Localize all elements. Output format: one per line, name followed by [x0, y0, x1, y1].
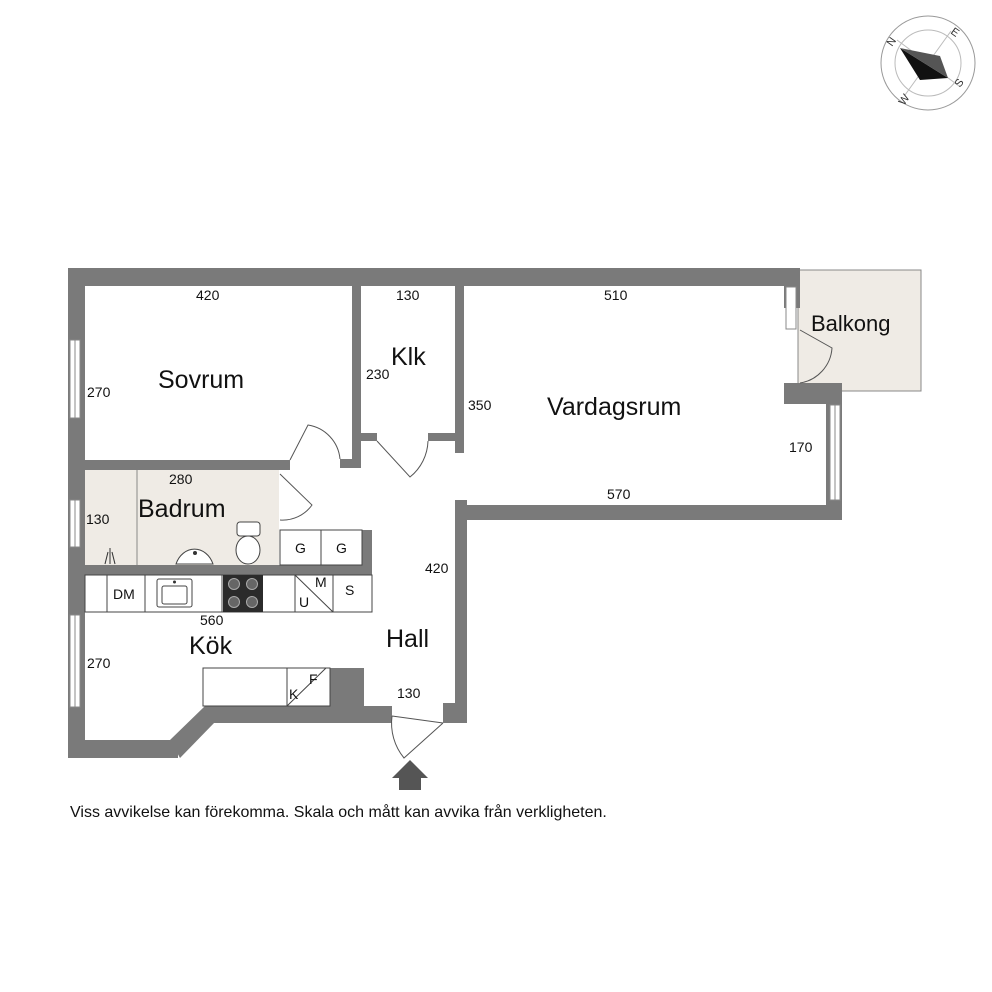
room-label-balkong: Balkong [811, 311, 891, 336]
toilet-tank-icon [236, 521, 261, 537]
entrance-door [391, 715, 444, 759]
room-label-sovrum: Sovrum [158, 366, 244, 394]
dim-vardagsrum-height: 350 [468, 397, 492, 413]
appliance-s: S [345, 582, 354, 598]
dim-kok-width: 560 [200, 612, 224, 628]
balkong-door [799, 329, 833, 384]
dim-vardagsrum-right: 170 [789, 439, 813, 455]
bathroom-fixtures [104, 470, 261, 565]
badrum-door [279, 473, 313, 521]
dim-entrance-width: 130 [397, 685, 421, 701]
interior-walls [85, 286, 464, 575]
compass-needle-icon [900, 48, 948, 80]
compass-east: E [948, 26, 961, 40]
windows [69, 286, 841, 708]
entrance-arrow-icon [392, 760, 428, 790]
room-label-vardagsrum: Vardagsrum [547, 393, 681, 421]
dim-klk-height: 230 [366, 366, 390, 382]
appliance-g1: G [295, 540, 306, 556]
dim-kok-height: 270 [87, 655, 111, 671]
compass-inner-ring [894, 29, 962, 97]
kitchen-lower-counter [202, 667, 331, 707]
toilet-icon [235, 535, 261, 565]
room-label-kok: Kök [189, 632, 233, 660]
appliance-g2: G [336, 540, 347, 556]
appliance-u: U [299, 594, 309, 610]
shower-icon [104, 548, 116, 565]
compass-rose: N E S W [880, 15, 976, 111]
dim-klk-width: 130 [396, 287, 420, 303]
compass-south: S [953, 77, 967, 90]
compass-outer-ring [880, 15, 976, 111]
klk-door [376, 440, 429, 478]
dim-badrum-width: 280 [169, 471, 193, 487]
sovrum-door [289, 424, 341, 461]
dim-sovrum-height: 270 [87, 384, 111, 400]
appliance-m: M [315, 574, 327, 590]
appliance-f: F [309, 671, 318, 687]
stove-icon [223, 575, 263, 612]
washbasin-icon [175, 548, 214, 565]
doors [279, 329, 833, 759]
dim-sovrum-width: 420 [196, 287, 220, 303]
disclaimer-text: Viss avvikelse kan förekomma. Skala och … [70, 804, 607, 821]
room-label-badrum: Badrum [138, 495, 226, 523]
dim-hall-height: 420 [425, 560, 449, 576]
appliance-k: K [289, 686, 299, 702]
room-label-klk: Klk [391, 343, 426, 371]
dim-vardagsrum-width-bottom: 570 [607, 486, 631, 502]
dim-badrum-height: 130 [86, 511, 110, 527]
balkong-floor [797, 269, 922, 392]
dim-vardagsrum-width-top: 510 [604, 287, 628, 303]
kitchen-units [84, 529, 373, 707]
compass-west: W [897, 92, 913, 108]
compass-north: N [885, 35, 899, 48]
room-label-hall: Hall [386, 625, 429, 653]
appliance-dishwasher: DM [113, 586, 135, 602]
